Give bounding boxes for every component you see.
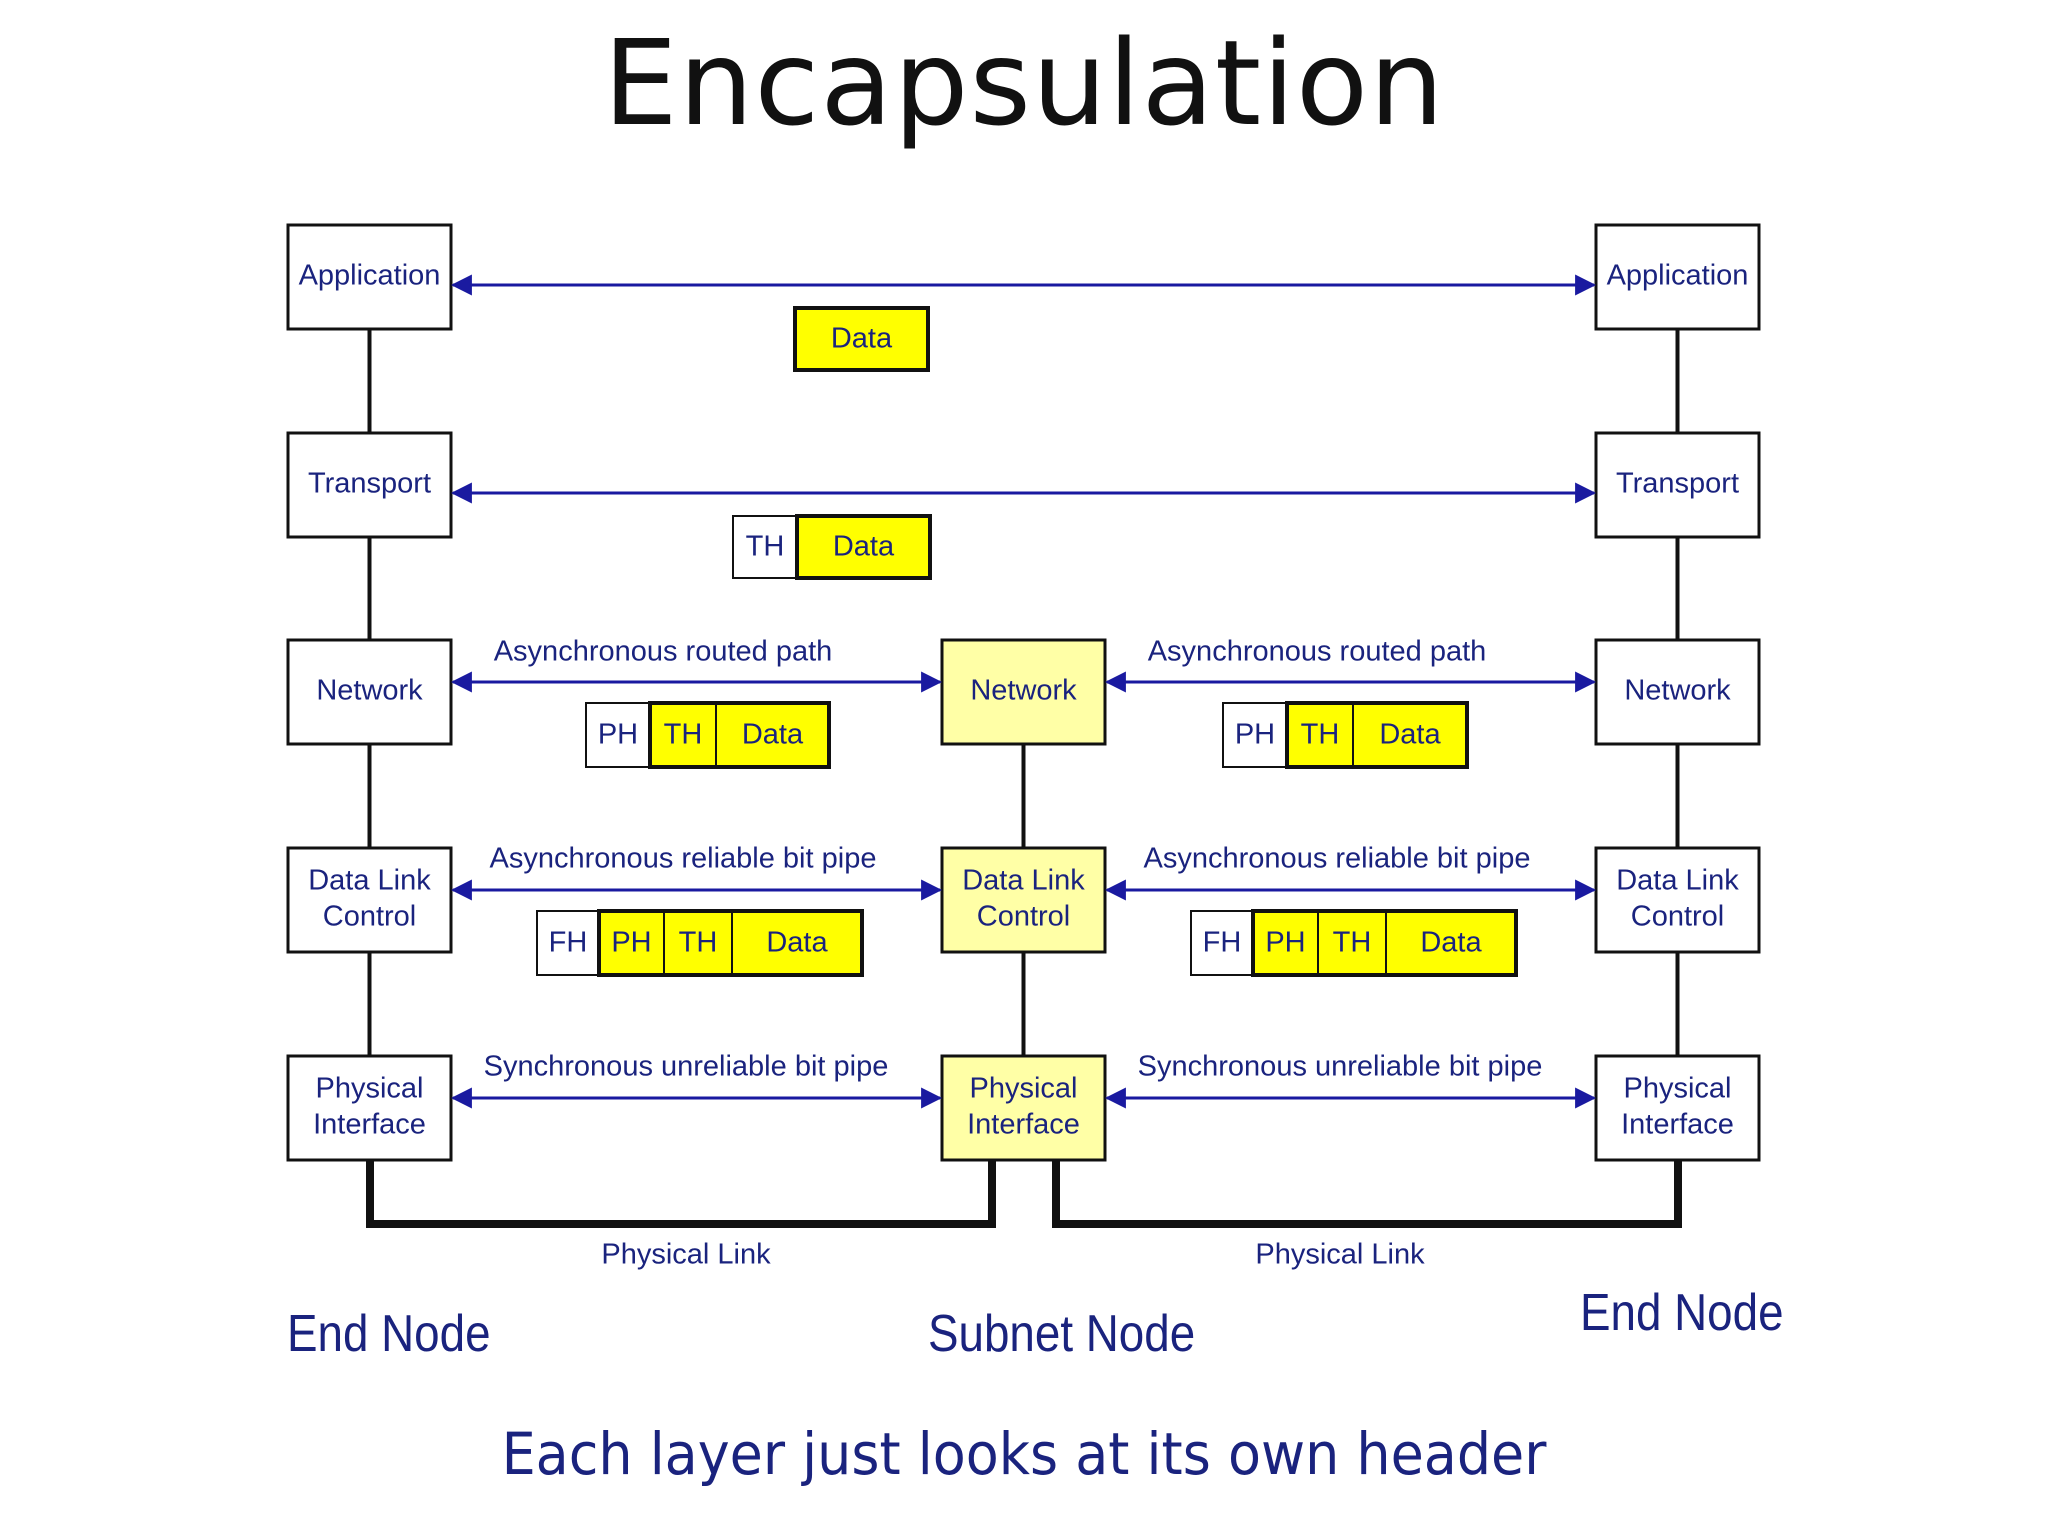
left-phy-box-label-line1: Physical bbox=[316, 1073, 424, 1105]
network-path-label-right: Asynchronous routed path bbox=[1148, 636, 1487, 668]
network-packet-left-segment-ph-label: PH bbox=[598, 719, 638, 751]
app-packet-outline bbox=[794, 307, 929, 371]
right-application-box-label: Application bbox=[1607, 260, 1749, 292]
middle-phy-box-label-line2: Interface bbox=[967, 1109, 1080, 1141]
middle-phy-box-label-line1: Physical bbox=[970, 1073, 1078, 1105]
left-transport-box-label: Transport bbox=[308, 468, 431, 500]
physical-link-label-right: Physical Link bbox=[1255, 1239, 1425, 1271]
network-packet-right-segment-th-label: TH bbox=[1301, 719, 1340, 751]
subnet-node-label: Subnet Node bbox=[928, 1305, 1196, 1363]
right-transport-box-label: Transport bbox=[1616, 468, 1739, 500]
right-dlc-box-label-line1: Data Link bbox=[1616, 865, 1739, 897]
dlc-packet-right-segment-ph-label: PH bbox=[1265, 927, 1305, 959]
network-packet-right-segment-data-label: Data bbox=[1379, 719, 1441, 751]
right-phy-box-label-line2: Interface bbox=[1621, 1109, 1734, 1141]
middle-dlc-box-label-line2: Control bbox=[977, 901, 1071, 933]
right-network-box-label: Network bbox=[1624, 675, 1731, 707]
dlc-packet-left-segment-ph-label: PH bbox=[611, 927, 651, 959]
left-dlc-box-label-line2: Control bbox=[323, 901, 417, 933]
dlc-packet-left-segment-fh-label: FH bbox=[549, 927, 588, 959]
dlc-packet-right-segment-fh-label: FH bbox=[1203, 927, 1242, 959]
network-packet-left-outline bbox=[585, 702, 830, 768]
network-packet-left-segment-th-label: TH bbox=[664, 719, 703, 751]
slide-title: Encapsulation bbox=[603, 14, 1445, 152]
right-phy-box-label-line1: Physical bbox=[1624, 1073, 1732, 1105]
middle-phy-box bbox=[940, 1054, 1107, 1162]
dlc-packet-right-outline bbox=[1190, 910, 1517, 976]
network-packet-left-segment-data-label: Data bbox=[742, 719, 804, 751]
left-dlc-box-label-line1: Data Link bbox=[308, 865, 431, 897]
dlc-path-label-right: Asynchronous reliable bit pipe bbox=[1144, 843, 1531, 875]
end-node-left-label: End Node bbox=[287, 1305, 491, 1363]
physical-link-right bbox=[1052, 1160, 1682, 1228]
left-dlc-box bbox=[286, 846, 453, 954]
dlc-packet-left-segment-th-label: TH bbox=[679, 927, 718, 959]
network-packet-right-outline bbox=[1222, 702, 1468, 768]
left-application-box bbox=[286, 223, 453, 331]
dlc-packet-left-segment-data-label: Data bbox=[766, 927, 828, 959]
dlc-packet-left-outline bbox=[536, 910, 863, 976]
end-node-right-label: End Node bbox=[1580, 1284, 1784, 1342]
caption: Each layer just looks at its own header bbox=[501, 1420, 1547, 1488]
middle-dlc-box-label-line1: Data Link bbox=[962, 865, 1085, 897]
dlc-packet-right-segment-th-label: TH bbox=[1333, 927, 1372, 959]
right-network-box bbox=[1594, 638, 1761, 746]
network-path-label-left: Asynchronous routed path bbox=[494, 636, 833, 668]
dlc-path-label-left: Asynchronous reliable bit pipe bbox=[490, 843, 877, 875]
dlc-packet-right-segment-fh bbox=[1190, 910, 1254, 976]
left-application-box-label: Application bbox=[299, 260, 441, 292]
transport-packet-segment-data bbox=[796, 515, 931, 579]
app-packet-segment-data-label: Data bbox=[831, 323, 893, 355]
network-packet-right-segment-ph bbox=[1222, 702, 1288, 768]
phy-path-label-right: Synchronous unreliable bit pipe bbox=[1138, 1051, 1543, 1083]
transport-packet-segment-th-label: TH bbox=[746, 531, 785, 563]
network-packet-right-segment-th bbox=[1286, 702, 1354, 768]
left-transport-box bbox=[286, 431, 453, 539]
physical-link-left bbox=[366, 1160, 996, 1228]
right-transport-box bbox=[1594, 431, 1761, 539]
middle-network-box-label: Network bbox=[970, 675, 1077, 707]
middle-network-box bbox=[940, 638, 1107, 746]
phy-path-label-left: Synchronous unreliable bit pipe bbox=[484, 1051, 889, 1083]
transport-packet-outline bbox=[732, 515, 931, 579]
right-dlc-box-label-line2: Control bbox=[1631, 901, 1725, 933]
dlc-packet-right-segment-data-label: Data bbox=[1420, 927, 1482, 959]
left-phy-box-label-line2: Interface bbox=[313, 1109, 426, 1141]
network-packet-right-segment-ph-label: PH bbox=[1235, 719, 1275, 751]
left-network-box-label: Network bbox=[316, 675, 423, 707]
transport-packet-segment-data-label: Data bbox=[833, 531, 895, 563]
right-dlc-box bbox=[1594, 846, 1761, 954]
physical-link-label-left: Physical Link bbox=[601, 1239, 771, 1271]
